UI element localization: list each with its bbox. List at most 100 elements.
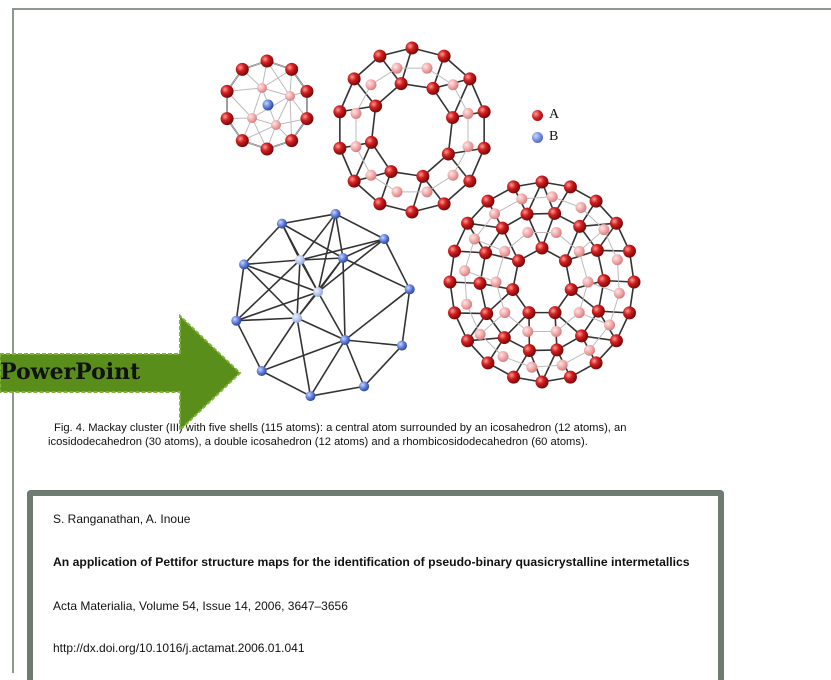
atom-a [463, 175, 476, 188]
atom-a [236, 63, 249, 76]
atom-b [239, 259, 249, 269]
atom-a [506, 283, 519, 296]
atom-a [236, 134, 249, 147]
atom-b [359, 381, 369, 391]
atom-a [479, 246, 492, 259]
atom-a [480, 307, 493, 320]
atom-a-back [516, 193, 527, 204]
atom-a [522, 306, 535, 319]
reference-journal: Acta Materialia, Volume 54, Issue 14, 20… [53, 599, 348, 613]
atom-b [331, 209, 341, 219]
atom-a [474, 277, 487, 290]
atom-a [550, 343, 563, 356]
atom-a [438, 50, 451, 63]
atom-a-back [583, 277, 594, 288]
atom-b [257, 366, 267, 376]
legend-label-b: B [549, 129, 558, 145]
atom-a [373, 197, 386, 210]
atom-a [591, 244, 604, 257]
atom-a-back [498, 351, 509, 362]
atom-a [446, 111, 459, 124]
atom-a [521, 208, 534, 221]
reference-box: S. Ranganathan, A. Inoue An application … [27, 490, 724, 680]
atom-a-back [391, 63, 402, 74]
atom-a [597, 274, 610, 287]
atom-a [406, 42, 419, 55]
atom-a [285, 134, 298, 147]
atom-a [333, 142, 346, 155]
atom-a [507, 180, 520, 193]
atom-a-back [463, 108, 474, 119]
atom-b [397, 341, 407, 351]
atom-a [333, 105, 346, 118]
atom-a [448, 306, 461, 319]
atom-a [461, 217, 474, 230]
atom-a [496, 222, 509, 235]
atom-a [623, 306, 636, 319]
atom-a [348, 72, 361, 85]
atom-a [221, 112, 234, 125]
powerpoint-label[interactable]: PowerPoint [0, 359, 140, 385]
atom-a-back [475, 329, 486, 340]
atom-b [338, 253, 348, 263]
atom-a [565, 283, 578, 296]
atom-a-back [350, 141, 361, 152]
atom-a-back [257, 83, 267, 93]
reference-doi-link[interactable]: http://dx.doi.org/10.1016/j.actamat.2006… [53, 641, 305, 655]
atom-b [295, 255, 305, 265]
atom-a-back [499, 246, 510, 257]
atom-a-back [491, 277, 502, 288]
atom-a [592, 305, 605, 318]
atom-b [405, 284, 415, 294]
atom-a [221, 85, 234, 98]
atom-a-back [448, 79, 459, 90]
atom-a [463, 72, 476, 85]
atom-a [536, 176, 549, 189]
atom-a-back [576, 202, 587, 213]
atom-a-back [247, 113, 257, 123]
atom-a-back [271, 120, 281, 130]
atom-a-back [598, 224, 609, 235]
atom-a [549, 306, 562, 319]
reference-title: An application of Pettifor structure map… [53, 555, 690, 569]
atom-a [481, 356, 494, 369]
atom-a-back [574, 246, 585, 257]
atom-b [292, 313, 302, 323]
atom-a [481, 195, 494, 208]
atom-a [623, 245, 636, 258]
atom-a-back [584, 345, 595, 356]
atom-b [277, 219, 287, 229]
atom-b-icon [532, 132, 543, 143]
atom-a [416, 170, 429, 183]
atom-a-back [463, 141, 474, 152]
atom-a-back [522, 227, 533, 238]
atom-a [373, 50, 386, 63]
atom-a [523, 344, 536, 357]
atom-a-back [461, 299, 472, 310]
atom-a [478, 105, 491, 118]
reference-authors: S. Ranganathan, A. Inoue [53, 512, 190, 526]
atom-a-back [547, 191, 558, 202]
atom-a [610, 217, 623, 230]
atom-a [610, 334, 623, 347]
atom-a [448, 245, 461, 258]
atom-a [590, 195, 603, 208]
atom-a [285, 63, 298, 76]
atom-b [340, 335, 350, 345]
atom-a-back [557, 360, 568, 371]
atom-a-back [612, 254, 623, 265]
atom-a [507, 371, 520, 384]
atom-a-back [285, 91, 295, 101]
atom-b [263, 100, 274, 111]
atom-a [261, 143, 274, 156]
atom-a-back [365, 79, 376, 90]
atom-a [575, 329, 588, 342]
atom-a-back [604, 320, 615, 331]
atom-a-back [489, 208, 500, 219]
atom-a-back [459, 265, 470, 276]
atom-a [369, 100, 382, 113]
atom-a [442, 148, 455, 161]
atom-a [406, 206, 419, 219]
atom-a [536, 242, 549, 255]
atom-a-back [350, 108, 361, 119]
